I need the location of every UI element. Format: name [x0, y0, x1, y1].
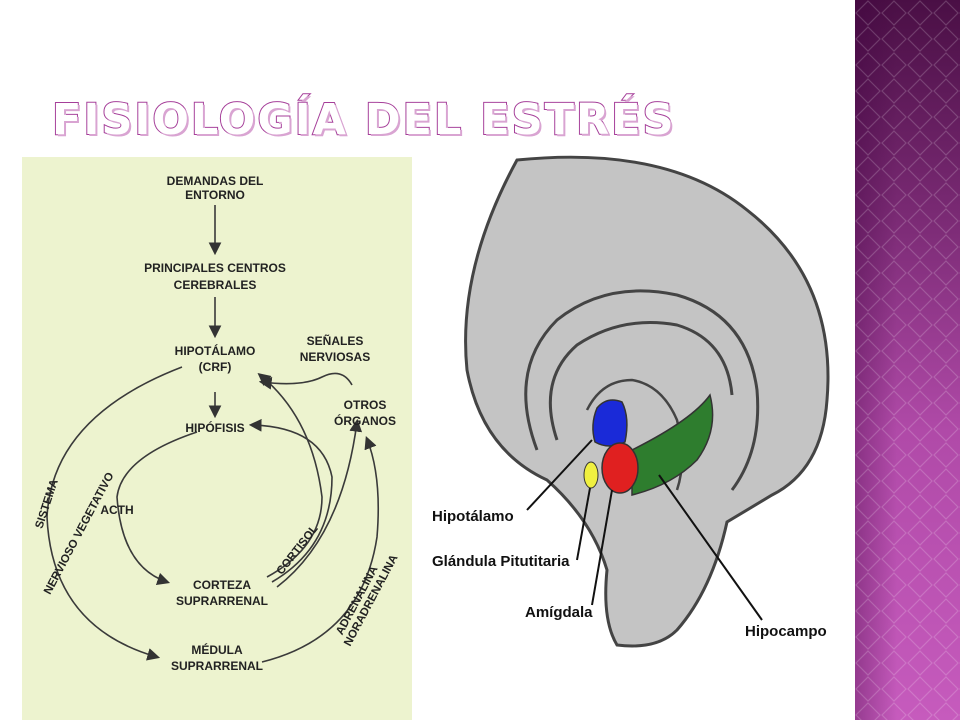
corpus-callosum-inner — [548, 321, 734, 441]
node-demandas-line2: ENTORNO — [185, 188, 245, 202]
node-medula-line1: MÉDULA — [191, 642, 243, 657]
diamond-pattern — [855, 0, 960, 720]
hippocampus-region — [631, 393, 714, 496]
node-centros-line1: PRINCIPALES CENTROS — [144, 261, 286, 275]
label-hipotalamo: Hipotálamo — [432, 508, 514, 525]
page-title: FISIOLOGÍA DEL ESTRÉS — [51, 94, 676, 146]
label-glandula-pituitaria: Glándula Pitutitaria — [432, 553, 570, 570]
hypothalamus-region — [592, 399, 628, 447]
flow-arrows — [46, 205, 380, 663]
node-senales-line1: SEÑALES — [307, 333, 364, 348]
node-hipofisis: HIPÓFISIS — [185, 420, 244, 435]
label-amigdala: Amígdala — [525, 604, 593, 621]
node-demandas-line1: DEMANDAS DEL — [167, 174, 264, 188]
node-corteza-line2: SUPRARRENAL — [176, 594, 268, 608]
amygdala-region — [601, 442, 639, 494]
node-acth: ACTH — [100, 503, 133, 517]
brain-svg: Hipotálamo Glándula Pitutitaria Amígdala… — [427, 150, 847, 670]
brain-anatomy-diagram: Hipotálamo Glándula Pitutitaria Amígdala… — [427, 150, 847, 670]
node-senales-line2: NERVIOSAS — [300, 350, 370, 364]
node-otros-line2: ÓRGANOS — [334, 413, 396, 428]
stress-flow-diagram: DEMANDAS DEL ENTORNO PRINCIPALES CENTROS… — [22, 157, 412, 720]
flow-diagram-svg: DEMANDAS DEL ENTORNO PRINCIPALES CENTROS… — [22, 157, 412, 720]
node-corteza-line1: CORTEZA — [193, 578, 251, 592]
pituitary-region — [583, 461, 599, 489]
decorative-side-band — [855, 0, 960, 720]
corpus-callosum-outer — [524, 289, 760, 491]
node-centros-line2: CEREBRALES — [174, 278, 257, 292]
node-otros-line1: OTROS — [344, 398, 387, 412]
label-hipocampo: Hipocampo — [745, 623, 827, 640]
label-leaders — [526, 439, 763, 621]
node-hipotalamo-line1: HIPOTÁLAMO — [175, 343, 256, 358]
node-medula-line2: SUPRARRENAL — [171, 659, 263, 673]
brain-outline — [464, 155, 830, 648]
node-hipotalamo-line2: (CRF) — [199, 360, 232, 374]
